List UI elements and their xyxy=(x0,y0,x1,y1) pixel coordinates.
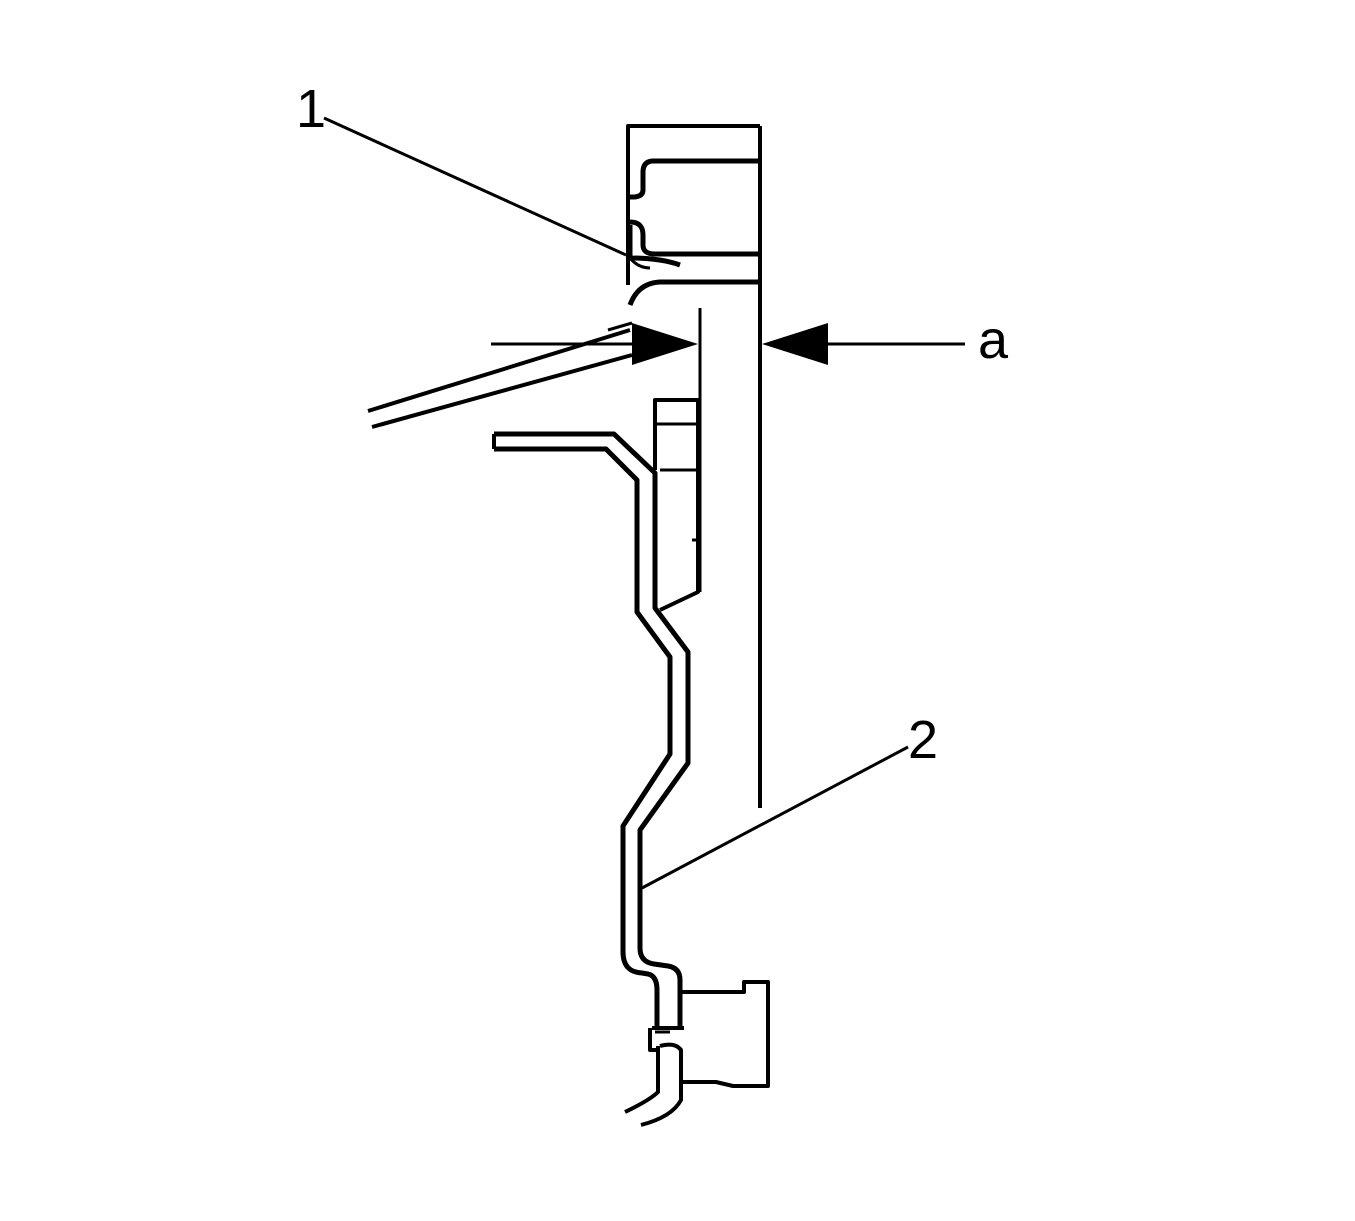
feeler-tool xyxy=(367,328,633,429)
leader-line-2 xyxy=(641,745,909,890)
dimension-a xyxy=(491,321,965,365)
component-2-bracket xyxy=(492,431,691,1030)
leader-line-1 xyxy=(323,116,627,257)
arrow-left-icon xyxy=(632,323,698,365)
component-1-housing xyxy=(626,124,760,306)
seal-block xyxy=(653,398,700,612)
arrow-right-icon xyxy=(762,323,828,365)
callout-1-label: 1 xyxy=(296,79,326,139)
lower-connector xyxy=(624,980,770,1127)
callout-2-label: 2 xyxy=(908,710,938,770)
callout-a-label: a xyxy=(978,310,1009,370)
